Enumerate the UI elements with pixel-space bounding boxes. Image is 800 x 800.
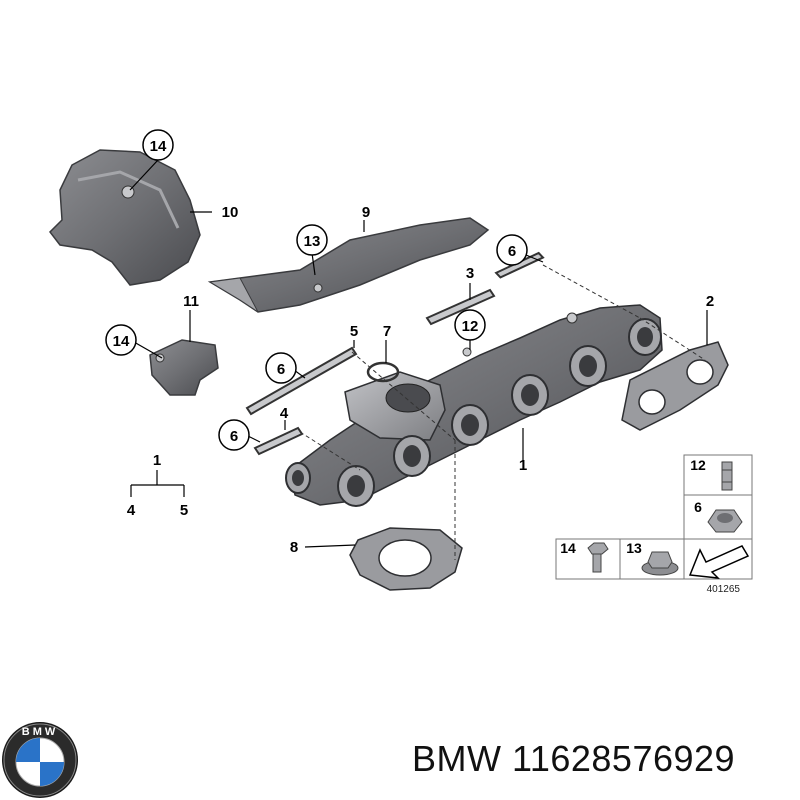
bolt-icon [587, 542, 609, 573]
turbo-gasket-part [349, 527, 463, 591]
label-1: 1 [519, 457, 527, 474]
callout-13: 13 [296, 224, 328, 256]
callout-label: 6 [508, 243, 516, 260]
heat-shield-strip-part [207, 217, 490, 313]
heat-shield-part [49, 149, 201, 286]
callout-6-top: 6 [496, 234, 528, 266]
part-number-caption: BMW 11628576929 [412, 738, 736, 779]
callout-label: 14 [113, 333, 130, 350]
callout-6-mid: 6 [265, 352, 297, 384]
assembly-tree: 1 4 5 [127, 452, 188, 519]
diagram-number: 401265 [707, 584, 741, 595]
logo-lettering: BMW [22, 726, 59, 738]
hex-nut-icon [707, 509, 743, 533]
callout-label: 12 [462, 318, 479, 335]
label-9: 9 [362, 204, 370, 221]
callout-label: 13 [304, 233, 321, 250]
label-7: 7 [383, 323, 391, 340]
callout-label: 6 [277, 361, 285, 378]
tree-root: 1 [153, 452, 161, 469]
bmw-logo: BMW [2, 722, 78, 798]
bracket-part [149, 339, 219, 396]
label-11: 11 [183, 293, 199, 310]
stud-icon [721, 461, 733, 491]
manifold-gasket-part [621, 341, 729, 431]
arrow-icon [688, 545, 750, 579]
leader-lines [129, 159, 708, 548]
label-3: 3 [466, 265, 474, 282]
label-4: 4 [280, 405, 289, 422]
legend-6-label: 6 [694, 499, 702, 515]
tree-right: 5 [180, 502, 188, 519]
callout-12: 12 [454, 309, 486, 341]
tree-left: 4 [127, 502, 136, 519]
legend-12-label: 12 [690, 457, 706, 473]
legend-13-label: 13 [626, 540, 642, 556]
legend-14-label: 14 [560, 540, 576, 556]
callout-label: 6 [230, 428, 238, 445]
label-5: 5 [350, 323, 358, 340]
callout-6-low: 6 [218, 419, 250, 451]
callout-14-shield: 14 [142, 129, 174, 161]
dashed-leaders [299, 264, 706, 560]
seal-ring-part [366, 361, 400, 383]
callout-14-bracket: 14 [105, 324, 137, 356]
parts-legend: 12 6 14 13 401265 [555, 454, 753, 595]
callout-label: 14 [150, 138, 167, 155]
flange-nut-icon [641, 551, 679, 576]
label-2: 2 [706, 293, 714, 310]
label-10: 10 [222, 204, 239, 221]
label-8: 8 [290, 539, 298, 556]
